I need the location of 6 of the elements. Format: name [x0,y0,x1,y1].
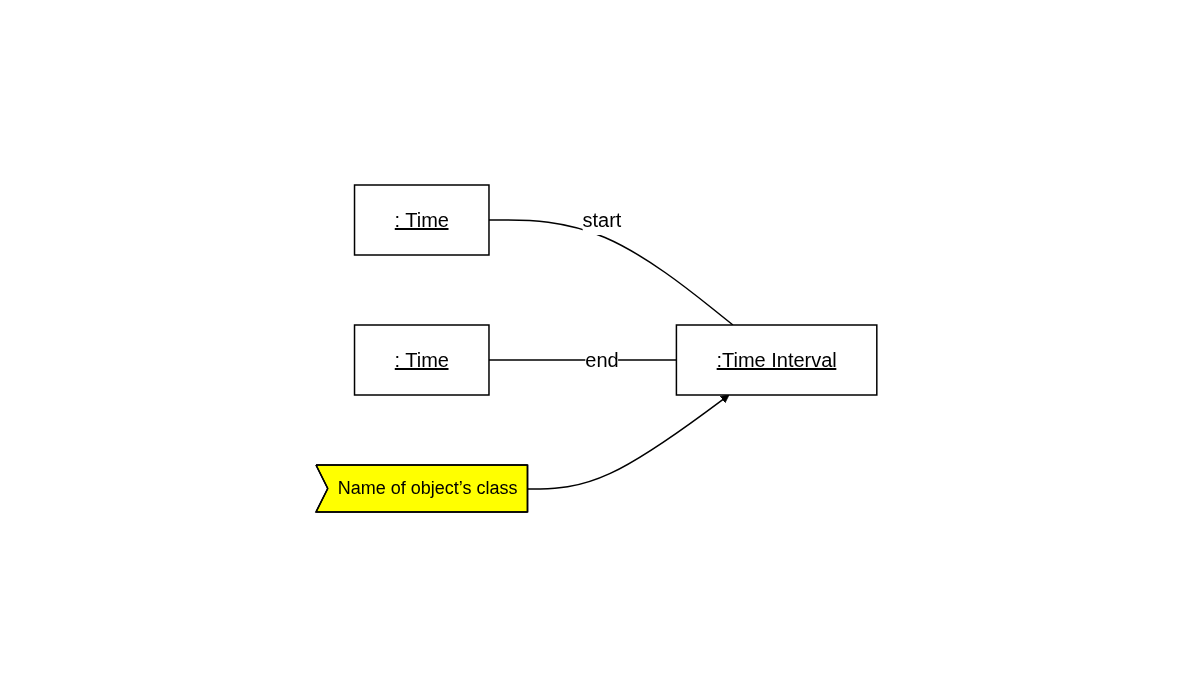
edge-label: end [585,349,619,371]
node-box: : Time [353,324,490,396]
node-box: : Time [353,184,490,256]
arrow [527,394,730,490]
node-box: :Time Interval [675,324,878,396]
edge-label: start [582,209,622,231]
